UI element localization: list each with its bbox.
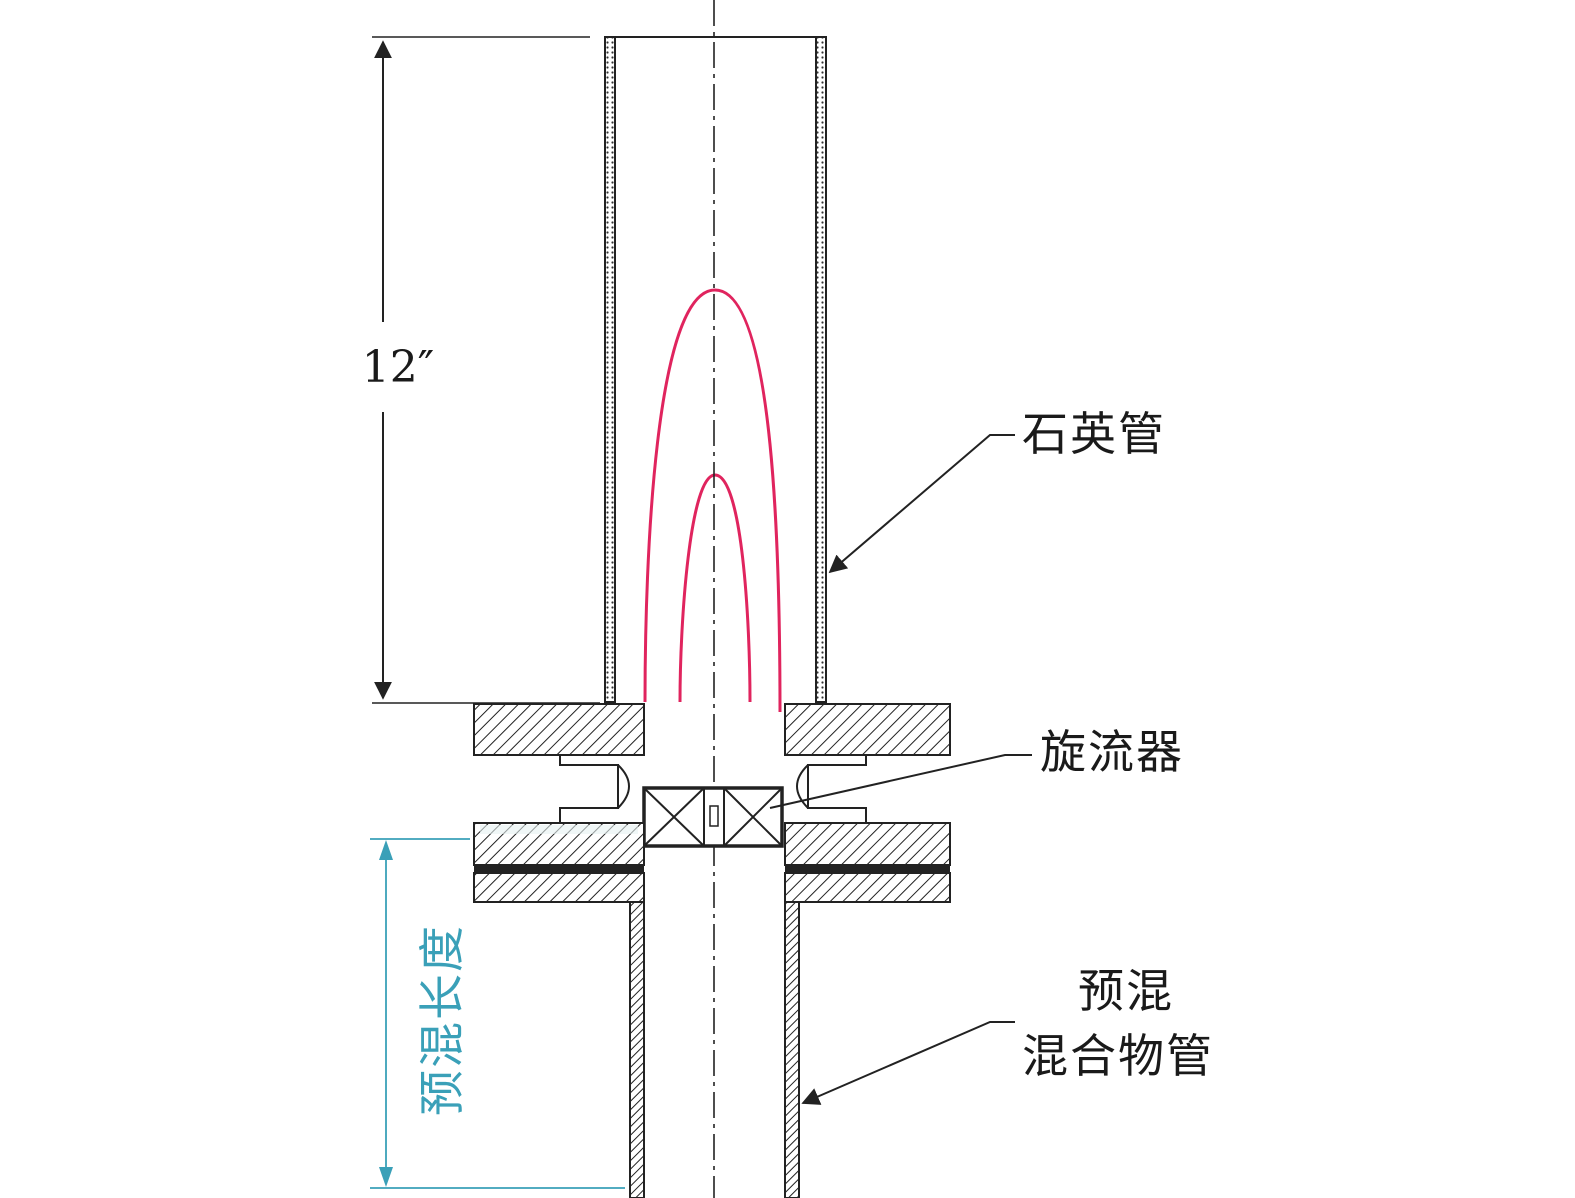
quartz-tube-label: 石英管: [1022, 407, 1166, 461]
height-dimension-label: 12″: [362, 342, 434, 393]
flame-inner: [678, 473, 752, 703]
premix-length-label: 预混长度: [415, 924, 469, 1116]
swirler: [642, 786, 784, 848]
swirler-leader: [769, 754, 1032, 809]
premix-tube-leader: [801, 1021, 1015, 1105]
premix-length-dimension: [370, 838, 625, 1189]
quartz-tube-leader: [828, 434, 1015, 574]
premix-tube-label-line2: 混合物管: [1022, 1029, 1214, 1083]
clamp-right: [796, 755, 867, 823]
height-dimension: [372, 36, 600, 704]
premix-tube: [629, 901, 800, 1198]
clamp-left: [559, 755, 630, 823]
swirler-label: 旋流器: [1040, 725, 1184, 779]
flame-outer: [643, 288, 782, 713]
quartz-tube: [604, 36, 827, 703]
premix-tube-label-line1: 预混: [1078, 964, 1174, 1018]
top-flange: [473, 703, 951, 756]
bottom-flange: [473, 822, 951, 903]
